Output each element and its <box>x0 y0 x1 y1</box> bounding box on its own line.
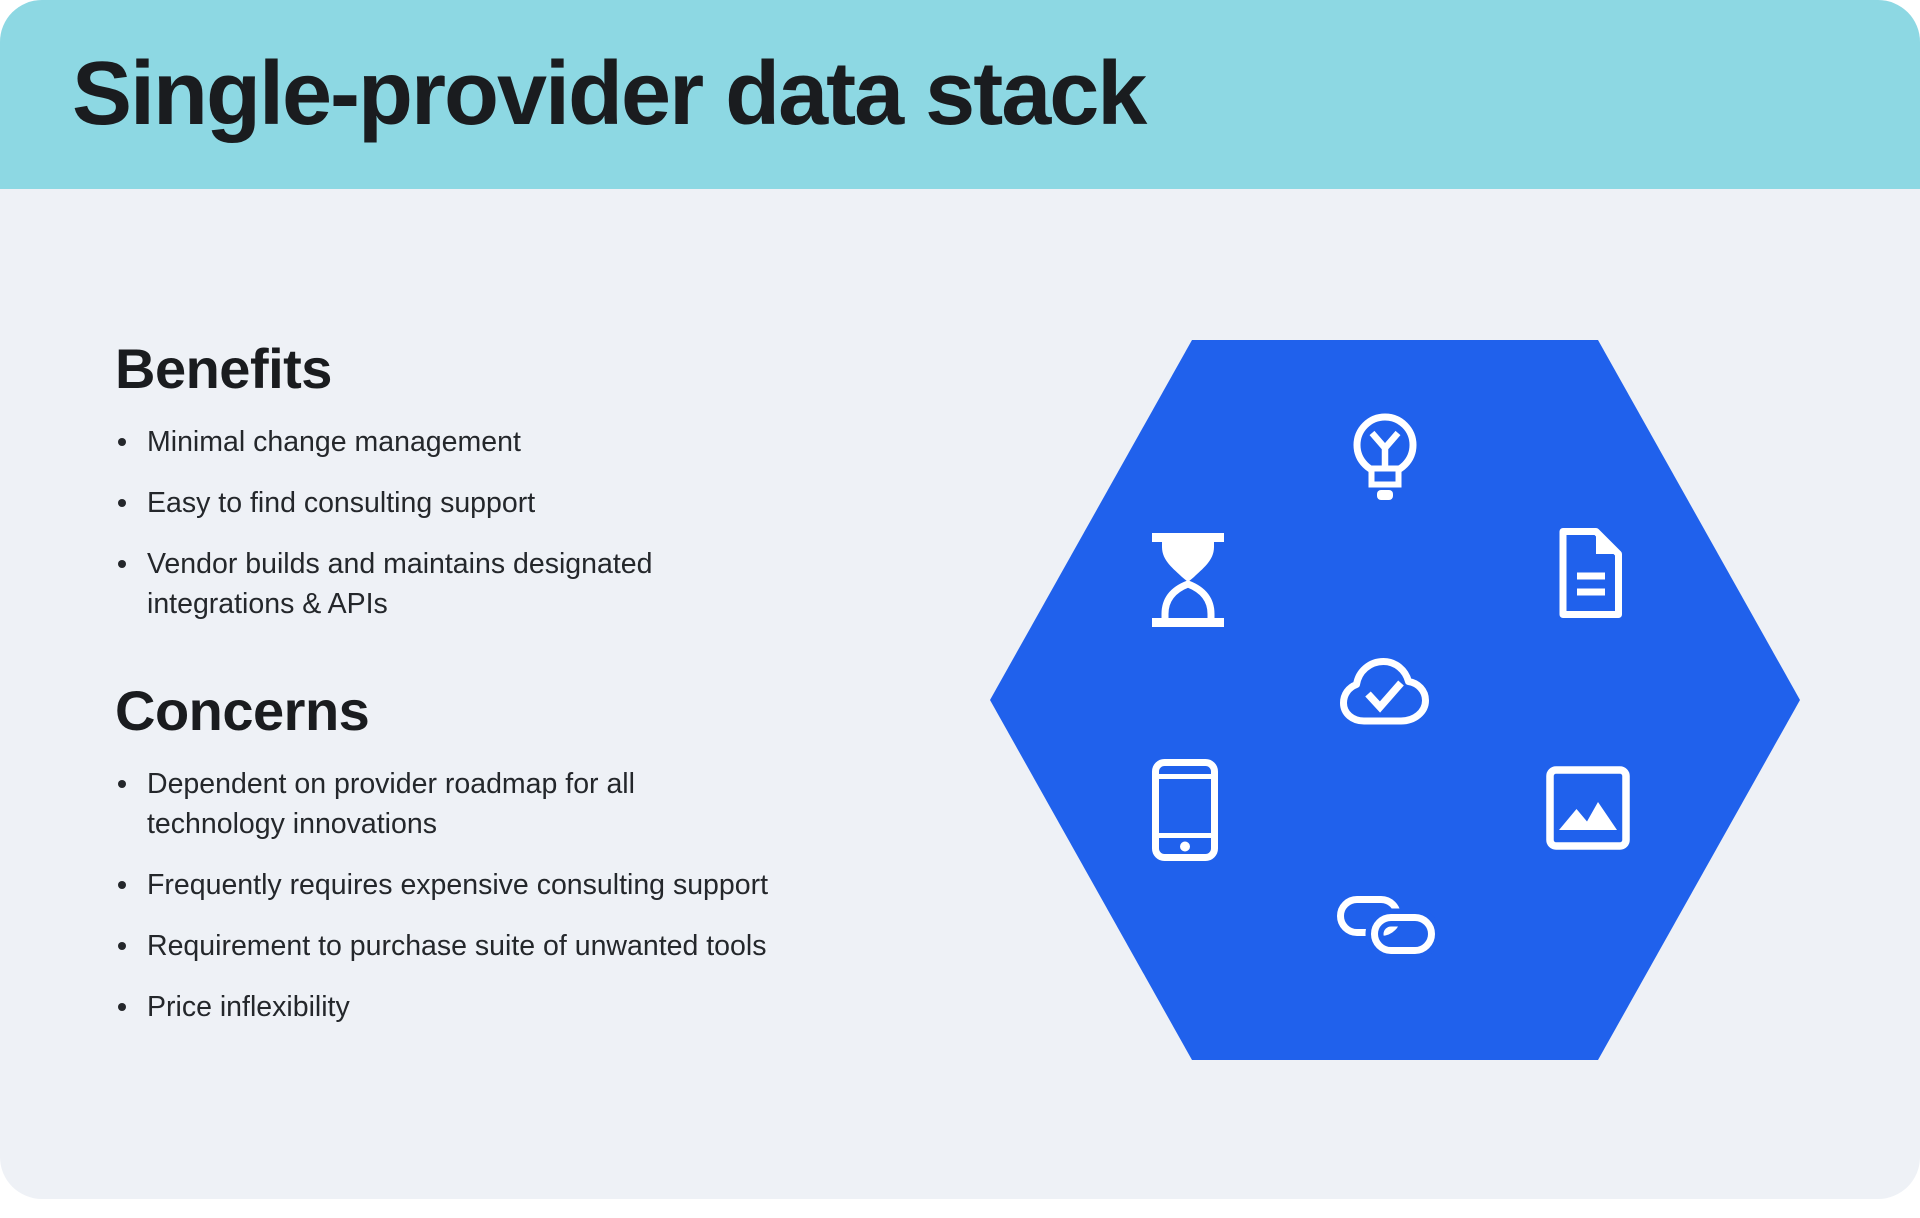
benefits-list: Minimal change management Easy to find c… <box>115 422 875 624</box>
content-area: Benefits Minimal change management Easy … <box>0 189 1920 1199</box>
list-item: Minimal change management <box>115 422 875 462</box>
concerns-list: Dependent on provider roadmap for all te… <box>115 764 875 1027</box>
list-item: Frequently requires expensive consulting… <box>115 865 875 905</box>
benefits-heading: Benefits <box>115 337 332 400</box>
concerns-heading: Concerns <box>115 679 370 742</box>
page-title: Single-provider data stack <box>72 44 1147 144</box>
hexagon-shape <box>990 340 1800 1060</box>
cloud-check-icon <box>1340 658 1429 725</box>
list-item: Easy to find consulting support <box>115 483 875 523</box>
smartphone-icon <box>1152 759 1218 861</box>
list-item: Dependent on provider roadmap for all te… <box>115 764 875 844</box>
image-icon <box>1546 766 1630 850</box>
hourglass-icon <box>1152 533 1224 627</box>
list-item: Price inflexibility <box>115 987 875 1027</box>
text-column: Benefits Minimal change management Easy … <box>115 338 875 1048</box>
document-icon <box>1559 528 1622 618</box>
idea-icon <box>1353 413 1417 500</box>
list-item: Vendor builds and maintains designated i… <box>115 544 875 624</box>
link-icon <box>1337 896 1435 954</box>
list-item: Requirement to purchase suite of unwante… <box>115 926 875 966</box>
hexagon-graphic <box>990 340 1800 1060</box>
header-band: Single-provider data stack <box>0 0 1920 189</box>
